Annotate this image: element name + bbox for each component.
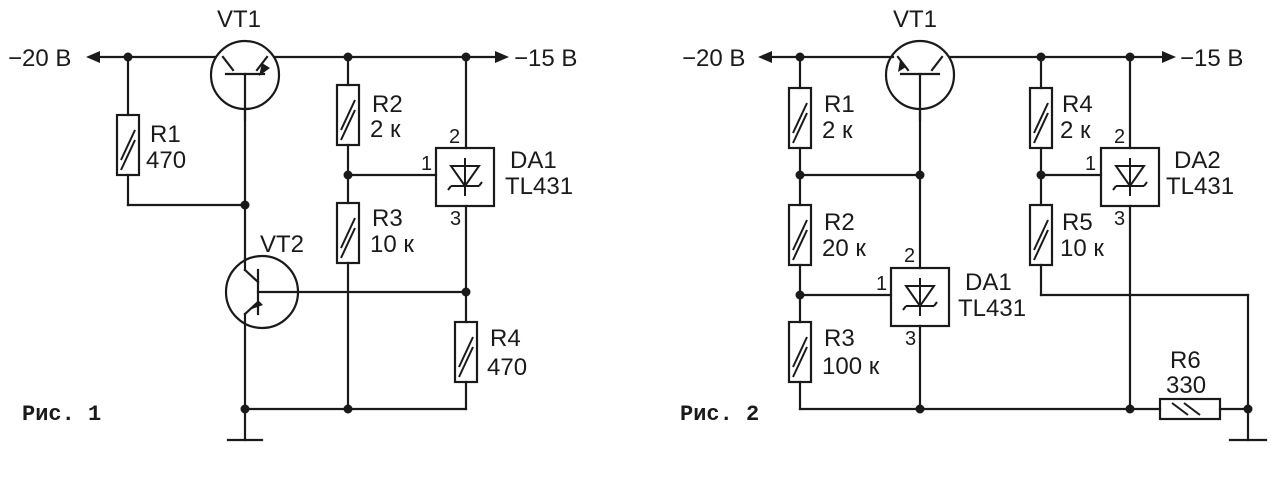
fig1-arrow-in-icon [86, 51, 100, 63]
fig2-r1-name: R1 [824, 91, 855, 118]
fig2-r3-value: 100 к [822, 353, 880, 380]
fig2-da2-pin2: 2 [1114, 126, 1125, 148]
fig2-r4-name: R4 [1062, 91, 1093, 118]
fig1-da1-pin1: 1 [421, 153, 432, 175]
fig2-r5-value: 10 к [1060, 235, 1104, 262]
fig1-r1-value: 470 [146, 147, 186, 174]
fig1-r3-name: R3 [372, 205, 403, 232]
fig1-da1-name: DA1 [510, 147, 557, 174]
fig1-r4-name: R4 [490, 325, 521, 352]
fig1-vt1-label: VT1 [217, 6, 261, 33]
fig1-r3-value: 10 к [370, 231, 414, 258]
fig2-vt1-label: VT1 [893, 6, 937, 33]
fig2-da2-pin3: 3 [1114, 208, 1125, 230]
fig2-da2-pin1: 1 [1085, 153, 1096, 175]
fig1-r4-value: 470 [487, 354, 527, 381]
fig2-da1-pin1: 1 [876, 273, 887, 295]
fig2-r6-name: R6 [1170, 347, 1201, 374]
fig1-arrow-out-icon [495, 51, 509, 63]
fig2-v-in-label: −20 В [682, 45, 745, 72]
fig1-v-in-label: −20 В [8, 45, 71, 72]
figure-1: −20 В −15 В VT1 R1 470 [8, 6, 577, 442]
fig1-da1-pin3: 3 [450, 208, 461, 230]
fig2-caption: Рис. 2 [680, 402, 759, 427]
fig2-r1-value: 2 к [822, 117, 853, 144]
fig2-v-out-label: −15 В [1180, 45, 1243, 72]
fig2-da1-part: TL431 [958, 295, 1026, 322]
fig1-r2-name: R2 [372, 91, 403, 118]
fig2-arrow-out-icon [1162, 51, 1176, 63]
fig1-caption: Рис. 1 [22, 402, 101, 427]
fig1-v-out-label: −15 В [514, 45, 577, 72]
fig2-da2-part: TL431 [1166, 173, 1234, 200]
fig1-r2-value: 2 к [370, 116, 401, 143]
fig2-r6-value: 330 [1166, 372, 1206, 399]
fig2-r6-resistor [1158, 397, 1222, 421]
fig2-r2-name: R2 [824, 209, 855, 236]
fig2-arrow-in-icon [758, 51, 772, 63]
fig1-da1-pin2: 2 [449, 126, 460, 148]
fig1-vt2-transistor [224, 254, 300, 330]
fig2-da1-pin2: 2 [904, 245, 915, 267]
fig2-da1-name: DA1 [965, 269, 1012, 296]
figure-2: −20 В −15 В VT1 R1 2 к R2 20 к [680, 6, 1268, 442]
fig2-r2-value: 20 к [822, 235, 866, 262]
fig2-r5-name: R5 [1062, 209, 1093, 236]
fig2-r3-name: R3 [824, 325, 855, 352]
fig1-da1-part: TL431 [505, 173, 573, 200]
fig1-vt2-label: VT2 [260, 231, 304, 258]
fig1-r1-name: R1 [150, 121, 181, 148]
fig2-da2-name: DA2 [1174, 147, 1221, 174]
fig2-r4-value: 2 к [1060, 117, 1091, 144]
fig2-da1-pin3: 3 [905, 328, 916, 350]
